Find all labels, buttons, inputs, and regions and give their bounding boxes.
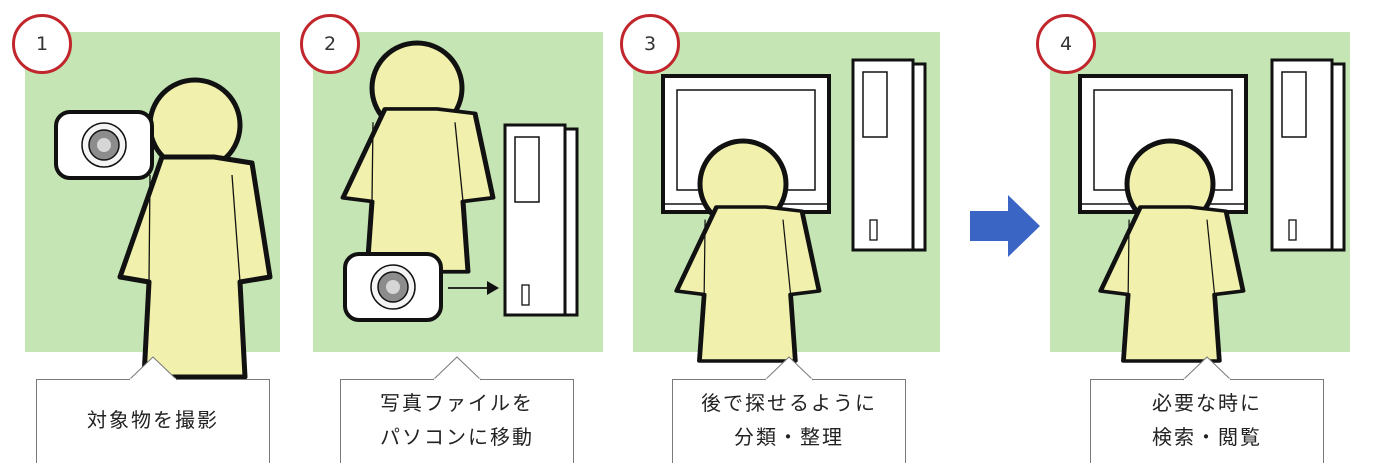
step-number: 1: [35, 33, 49, 55]
caption-line: 写真ファイルを: [380, 391, 534, 415]
pc-tower-icon: [1270, 58, 1346, 252]
person-icon: [343, 109, 493, 272]
caption-line: 検索・閲覧: [1152, 425, 1262, 449]
person-icon: [677, 207, 820, 361]
caption-line: 対象物を撮影: [87, 408, 219, 432]
caption-line: 分類・整理: [734, 425, 844, 449]
step-3-figure: [661, 58, 927, 352]
pc-tower-icon: [851, 58, 927, 252]
step-3-caption: 後で探せるように 分類・整理: [672, 355, 906, 463]
step-3-badge: 3: [620, 14, 680, 74]
person-icon: [120, 157, 270, 377]
pc-tower-icon: [503, 123, 579, 317]
arrow-right-icon: [487, 281, 499, 295]
step-2-badge: 2: [300, 14, 360, 74]
step-4-figure: [1078, 58, 1346, 352]
caption-line: 必要な時に: [1152, 391, 1262, 415]
caption-line: 後で探せるように: [701, 391, 877, 415]
step-2-figure: [313, 40, 579, 322]
step-number: 3: [643, 33, 657, 55]
step-number: 2: [323, 33, 337, 55]
arrow-right-icon: [970, 195, 1040, 257]
caption-line: パソコンに移動: [380, 425, 534, 449]
camera-icon: [343, 252, 443, 322]
person-icon: [1101, 207, 1244, 361]
step-1-figure: [54, 77, 280, 352]
step-4-caption: 必要な時に 検索・閲覧: [1090, 355, 1324, 463]
step-1-caption: 対象物を撮影: [36, 355, 270, 463]
step-number: 4: [1059, 33, 1073, 55]
camera-icon: [54, 110, 154, 180]
step-4-badge: 4: [1036, 14, 1096, 74]
step-2-caption: 写真ファイルを パソコンに移動: [340, 355, 574, 463]
step-1-badge: 1: [12, 14, 72, 74]
